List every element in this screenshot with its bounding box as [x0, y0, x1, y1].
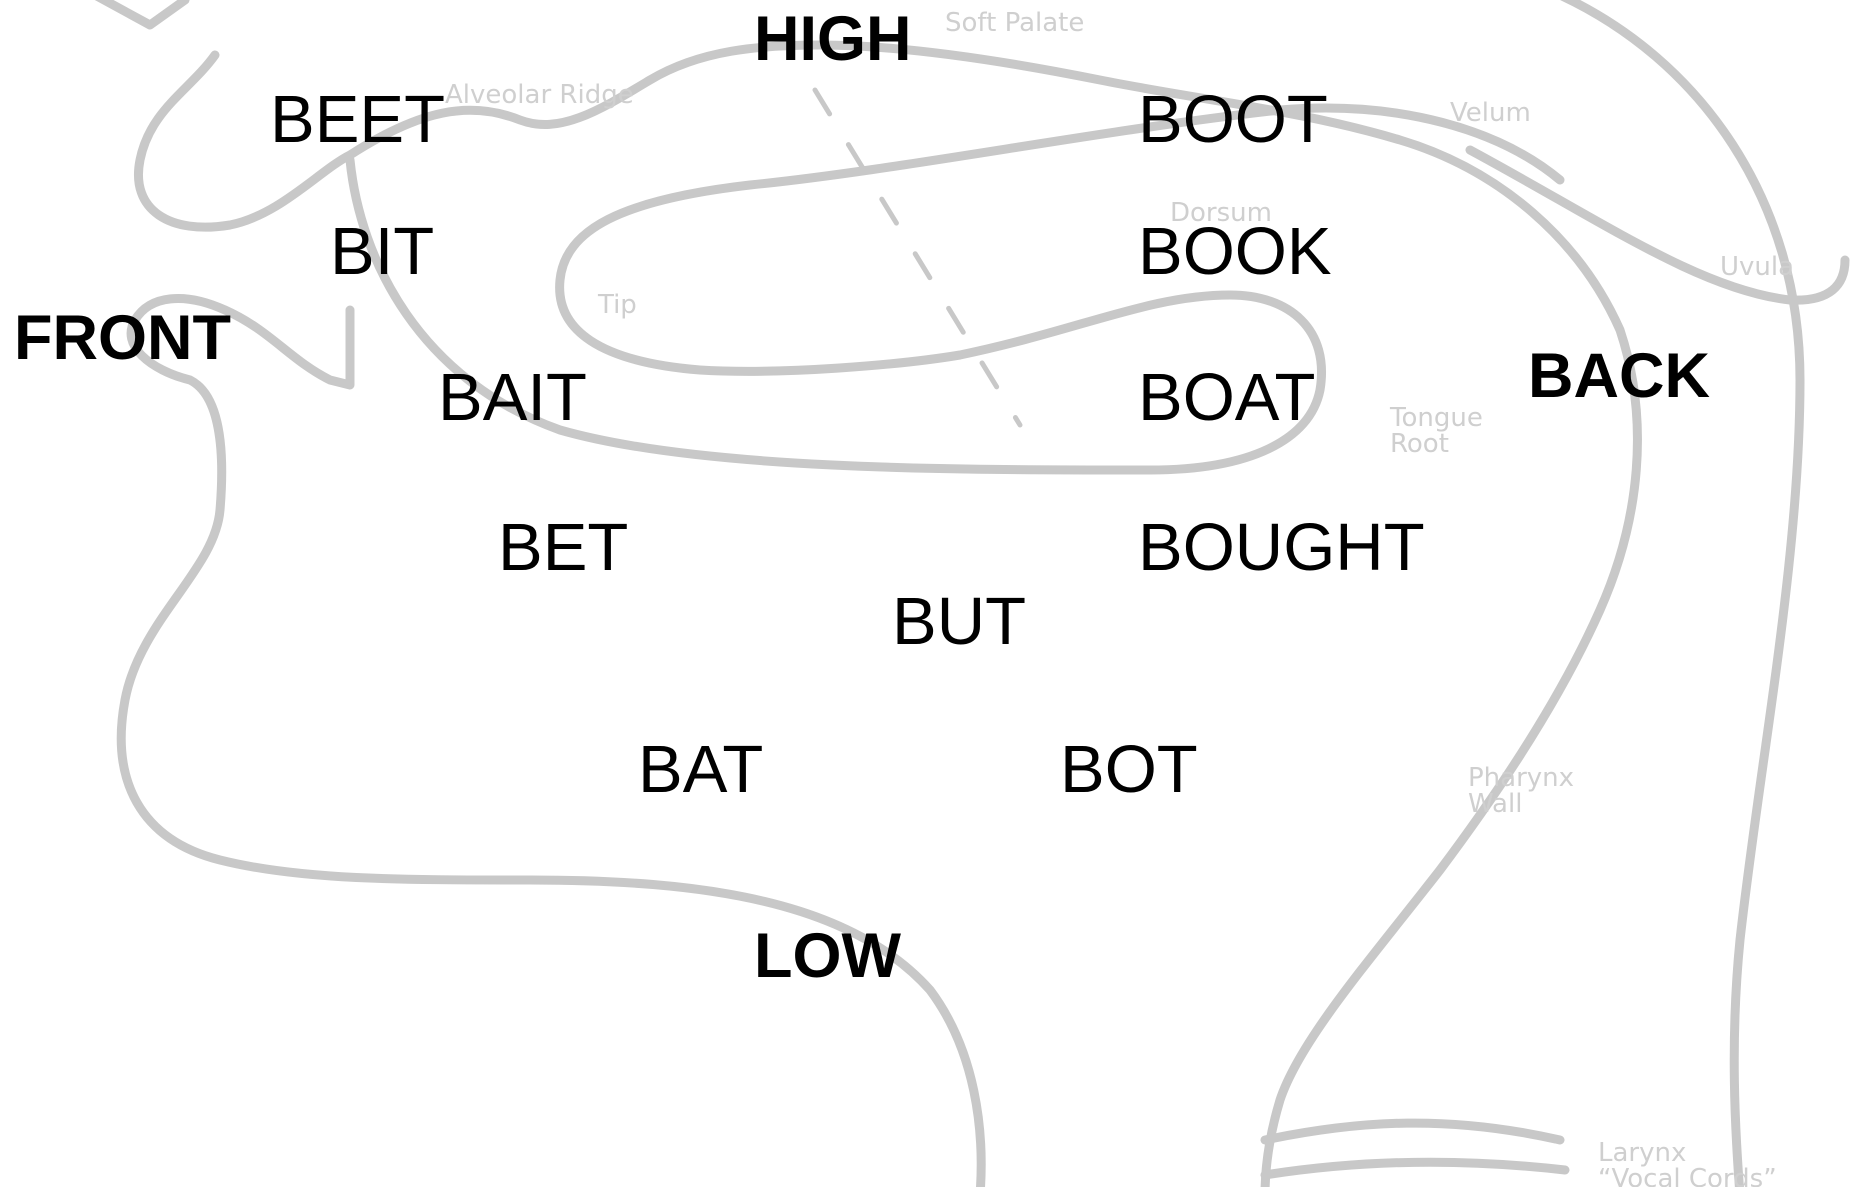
- pharynx-wall-label-line2: Wall: [1468, 791, 1574, 817]
- vowel-word-beet: BEET: [270, 86, 445, 153]
- dashed-divider-line: [815, 90, 1020, 425]
- vowel-word-bit: BIT: [330, 218, 434, 285]
- tongue-root-label-line1: Tongue: [1390, 405, 1483, 431]
- larynx-label: Larynx “Vocal Cords”: [1598, 1140, 1777, 1187]
- vowel-word-bot: BOT: [1060, 736, 1198, 803]
- uvula-label: Uvula: [1720, 254, 1794, 280]
- velum-label: Velum: [1450, 100, 1531, 126]
- larynx-label-line1: Larynx: [1598, 1140, 1777, 1166]
- pharynx-back-outline: [1560, 0, 1800, 1187]
- vowel-word-bat: BAT: [638, 736, 763, 803]
- vowel-word-book: BOOK: [1138, 218, 1332, 285]
- tongue-root-label-line2: Root: [1390, 431, 1483, 457]
- vowel-word-boot: BOOT: [1138, 86, 1328, 153]
- vowel-word-bought: BOUGHT: [1138, 514, 1425, 581]
- front-axis-label: FRONT: [14, 307, 231, 370]
- pharynx-wall-label-line1: Pharynx: [1468, 765, 1574, 791]
- low-axis-label: LOW: [754, 925, 901, 988]
- back-axis-label: BACK: [1528, 345, 1710, 408]
- vowel-word-bait: BAIT: [438, 364, 587, 431]
- pharynx-wall-label: Pharynx Wall: [1468, 765, 1574, 817]
- alveolar-ridge-label: Alveolar Ridge: [445, 82, 634, 108]
- upper-lip-outline: [95, 0, 185, 25]
- vowel-word-but: BUT: [892, 588, 1026, 655]
- soft-palate-label: Soft Palate: [945, 10, 1084, 36]
- larynx-outline: [1265, 1123, 1565, 1175]
- high-axis-label: HIGH: [754, 8, 912, 71]
- tip-label: Tip: [598, 292, 637, 318]
- vowel-word-boat: BOAT: [1138, 364, 1315, 431]
- larynx-label-line2: “Vocal Cords”: [1598, 1166, 1777, 1187]
- tongue-root-label: Tongue Root: [1390, 405, 1483, 457]
- vowel-word-bet: BET: [498, 514, 628, 581]
